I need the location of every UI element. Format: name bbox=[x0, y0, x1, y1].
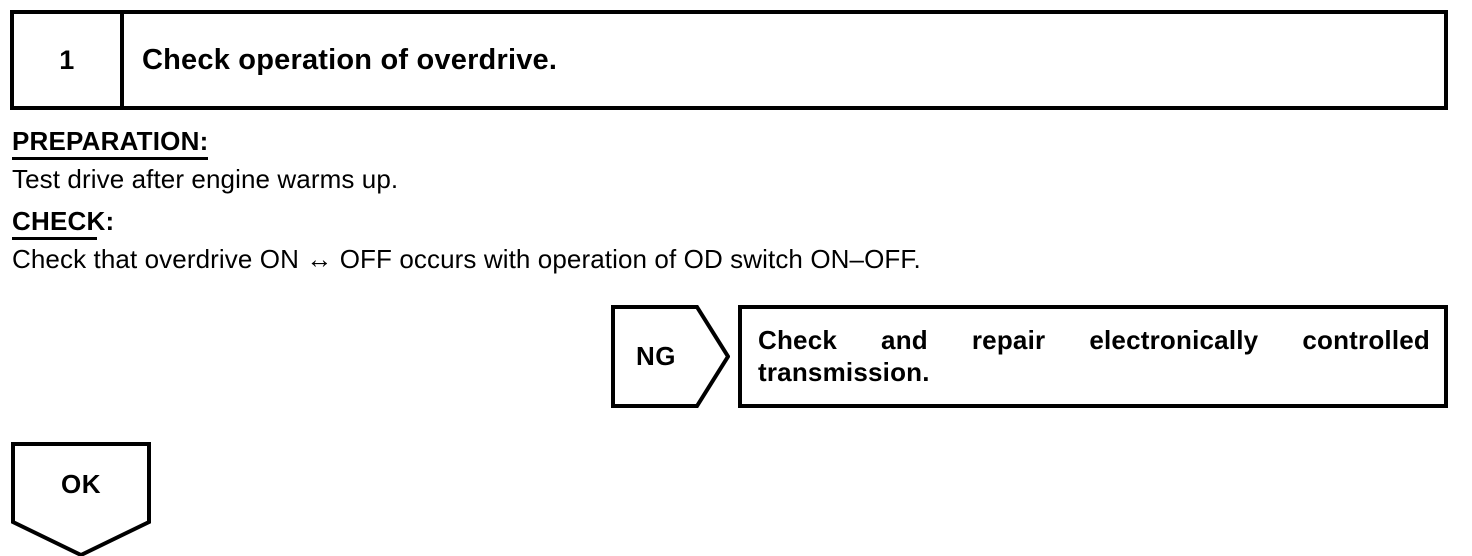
ng-label-wrap: NG bbox=[611, 305, 701, 408]
step-title: Check operation of overdrive. bbox=[142, 43, 558, 76]
preparation-text: Test drive after engine warms up. bbox=[12, 163, 399, 194]
check-text: Check that overdrive ON ↔ OFF occurs wit… bbox=[12, 243, 921, 274]
step-title-cell: Check operation of overdrive. bbox=[124, 14, 1444, 106]
preparation-heading-underline bbox=[12, 156, 209, 160]
preparation-heading: PREPARATION: bbox=[12, 126, 209, 160]
spacer bbox=[12, 157, 1452, 164]
ng-result-box: Check and repair electronically controll… bbox=[738, 305, 1448, 408]
check-heading: CHECK: bbox=[12, 205, 115, 240]
preparation-heading-text: PREPARATION: bbox=[12, 126, 209, 156]
check-heading-text: CHECK: bbox=[12, 205, 115, 236]
check-heading-underline bbox=[12, 236, 97, 240]
ng-label: NG bbox=[636, 341, 676, 371]
spacer bbox=[12, 195, 1452, 206]
ok-pentagon-icon bbox=[11, 442, 151, 556]
ng-result-text: Check and repair electronically controll… bbox=[742, 325, 1444, 388]
ng-result-line-2: transmission. bbox=[758, 356, 930, 387]
ng-result-line-1: Check and repair electronically controll… bbox=[758, 324, 1430, 355]
step-body: PREPARATION: Test drive after engine war… bbox=[12, 126, 1452, 275]
ng-branch-row: NG Check and repair electronically contr… bbox=[611, 305, 1448, 408]
step-number: 1 bbox=[59, 44, 75, 75]
spacer bbox=[12, 237, 1452, 244]
step-number-cell: 1 bbox=[14, 14, 124, 106]
step-header-table: 1 Check operation of overdrive. bbox=[10, 10, 1448, 110]
ng-arrow-tag: NG bbox=[611, 305, 730, 408]
ok-label-wrap: OK bbox=[11, 442, 151, 526]
ok-label: OK bbox=[61, 468, 101, 499]
ok-arrow-tag: OK bbox=[11, 442, 151, 556]
ng-pentagon-icon bbox=[611, 305, 730, 408]
